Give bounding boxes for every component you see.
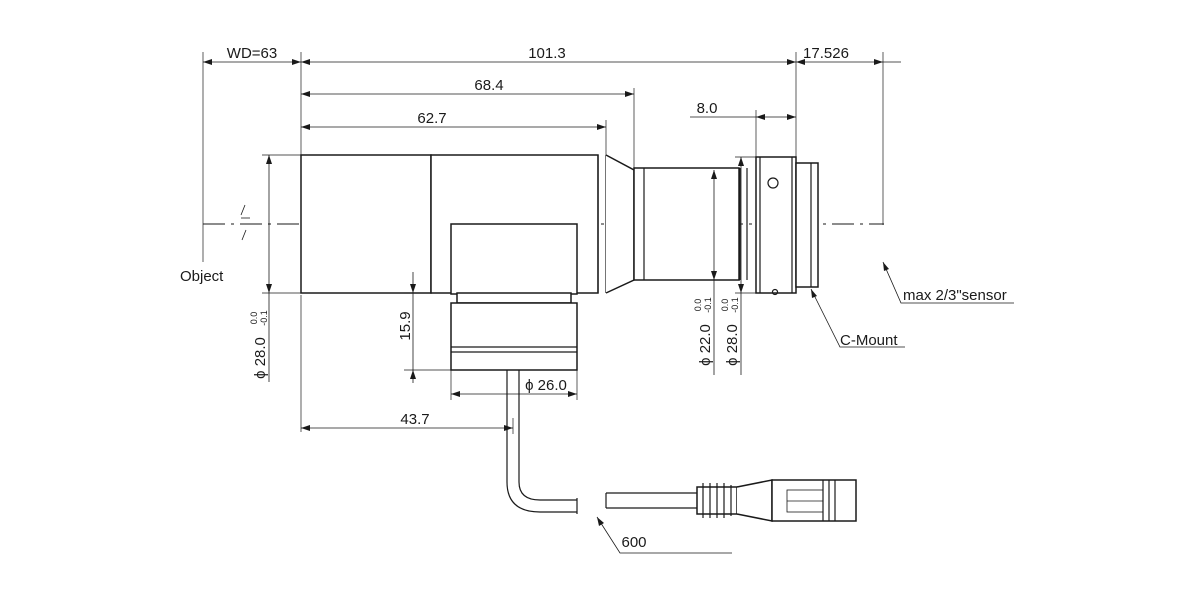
total-length-label: 101.3	[528, 45, 566, 62]
body-dia-tol-upper: 0.0	[249, 312, 259, 325]
dimension-labels: WD=63 101.3 17.526 68.4 62.7 8.0 ϕ 26.0 …	[227, 45, 849, 551]
port-dia-label: ϕ 26.0	[525, 377, 567, 394]
port-height-label: 15.9	[397, 311, 414, 340]
rear-dia-28-tol-upper: 0.0	[720, 299, 730, 312]
dimension-lines	[203, 59, 1014, 554]
rear-dia-22-label: ϕ 22.0	[697, 324, 714, 366]
rear-dia-28-label: ϕ 28.0	[724, 324, 741, 366]
sensor-label: max 2/3"sensor	[903, 287, 1007, 304]
wd-label: WD=63	[227, 45, 277, 62]
rear-dia-22-tol-lower: -0.1	[703, 297, 713, 313]
body-dia-tol-lower: -0.1	[259, 310, 269, 326]
length-8-label: 8.0	[697, 100, 718, 117]
port-offset-label: 43.7	[400, 411, 429, 428]
object-label: Object	[180, 268, 224, 285]
flange-back-label: 17.526	[803, 45, 849, 62]
length-68-label: 68.4	[474, 77, 503, 94]
length-62-label: 62.7	[417, 110, 446, 127]
rear-dia-22-tol-upper: 0.0	[693, 299, 703, 312]
c-mount-label: C-Mount	[840, 332, 898, 349]
rear-dia-28-tol-lower: -0.1	[730, 297, 740, 313]
cable-assembly	[506, 370, 857, 522]
callout-labels: Object max 2/3"sensor C-Mount	[180, 268, 1007, 349]
cable-length-label: 600	[621, 534, 646, 551]
object-plane-break-mark	[240, 204, 250, 241]
lens-body	[300, 154, 819, 371]
body-dia-label: ϕ 28.0	[252, 337, 269, 379]
